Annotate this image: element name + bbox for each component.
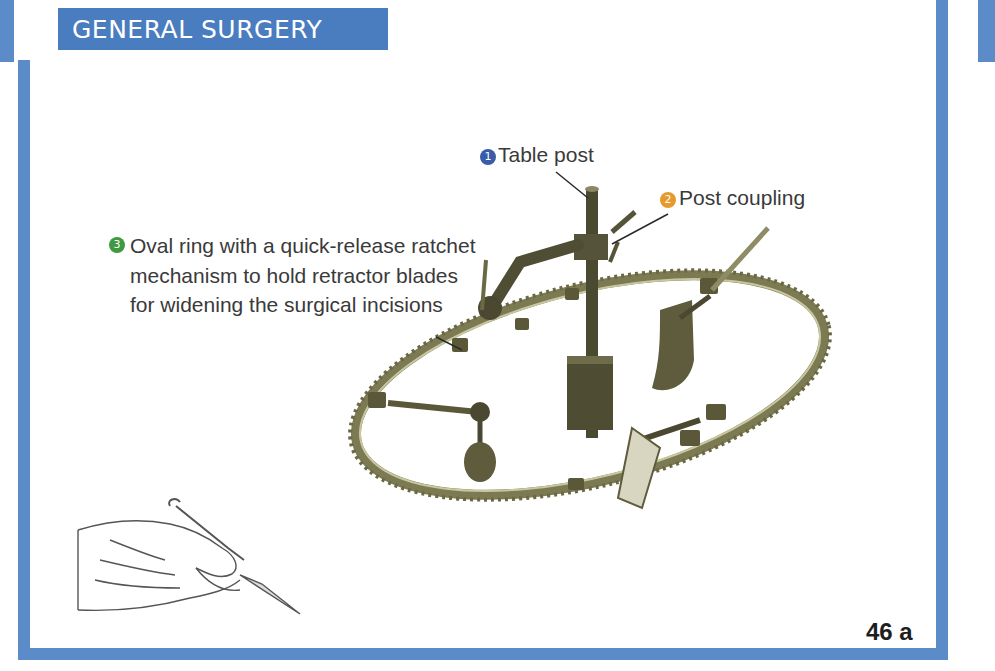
callout-number: 2 xyxy=(660,192,676,208)
hand-scalpel xyxy=(78,499,300,614)
callout-number: 1 xyxy=(480,149,496,165)
post-coupling xyxy=(478,212,635,320)
frame-tab xyxy=(0,0,14,62)
callout-number: 3 xyxy=(109,237,125,253)
frame-tab xyxy=(978,0,995,62)
part-label: 46 a xyxy=(866,618,913,646)
part-label: Oval ring with a quick-release ratchet m… xyxy=(130,231,480,320)
card-frame xyxy=(24,0,942,654)
title-banner: GENERAL SURGERY xyxy=(58,8,388,50)
leader-lines xyxy=(436,172,668,350)
part-label: Table post xyxy=(498,143,594,167)
table-post xyxy=(567,186,613,438)
title: GENERAL SURGERY xyxy=(72,15,322,44)
part-label: Post coupling xyxy=(679,186,805,210)
